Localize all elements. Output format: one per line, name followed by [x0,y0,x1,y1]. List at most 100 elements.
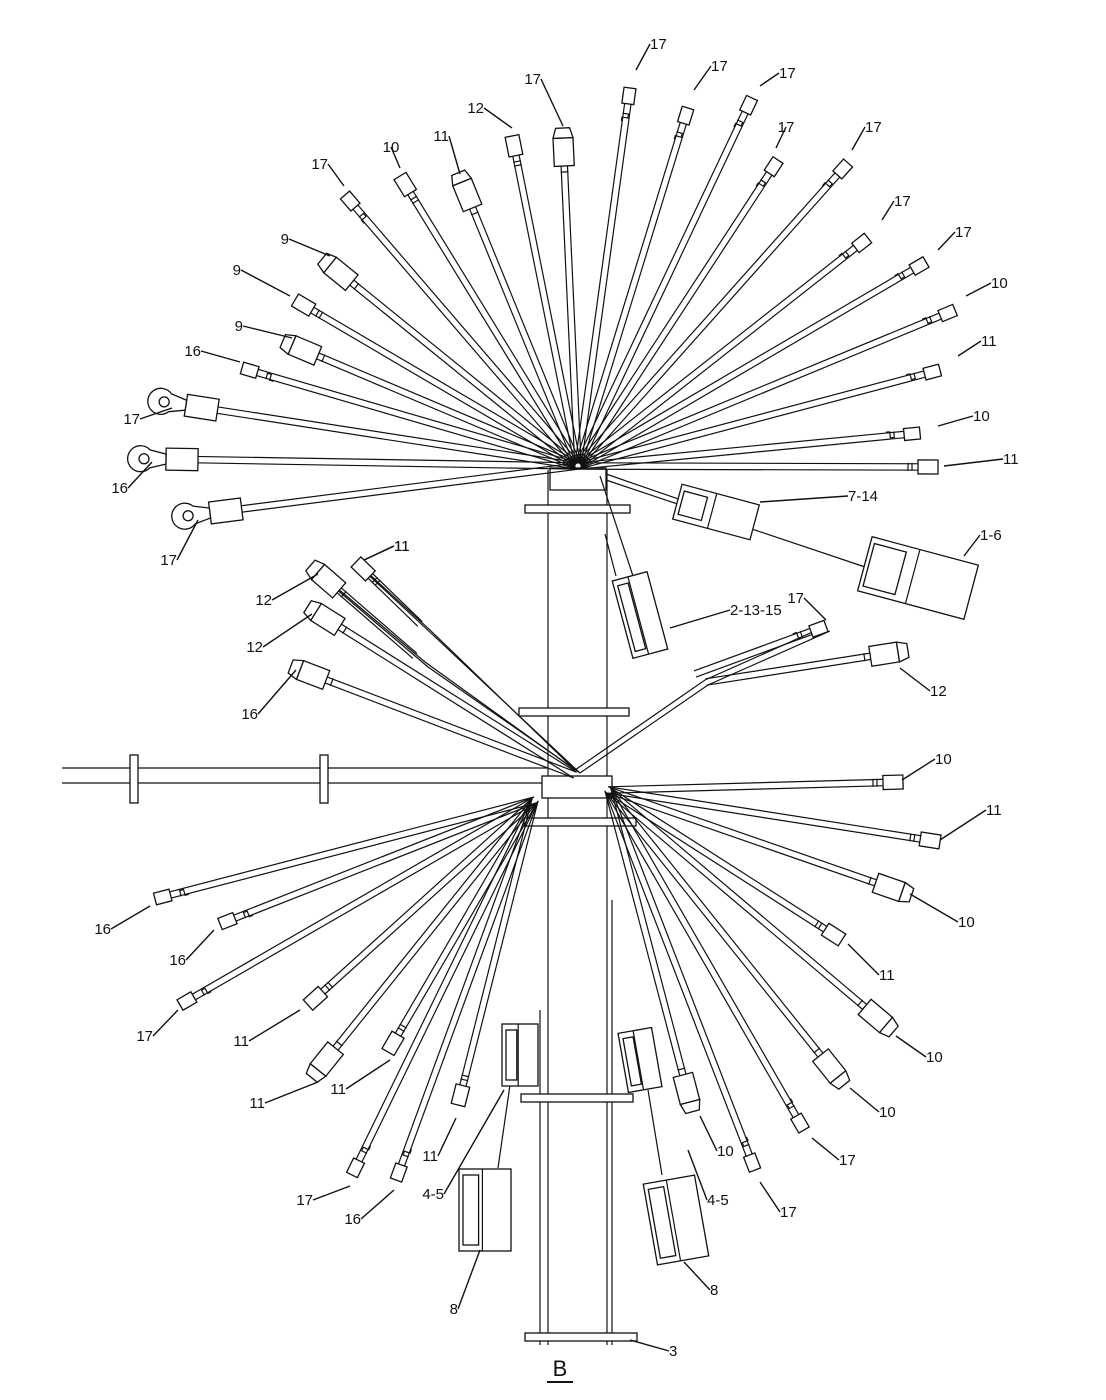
callout-leader [390,146,401,169]
branch-wire [605,791,836,1080]
branch-wire [396,177,576,468]
branch-wire [220,802,537,928]
branch-wire [604,791,802,1132]
branch-wire [293,302,577,470]
connector-term [741,1136,762,1174]
branch-wire [320,801,538,1073]
clamp [524,504,631,514]
branch-wire [706,654,899,686]
connector-big [856,998,899,1038]
callout-label: 17 [311,156,328,173]
clamp [129,754,139,804]
connector-2-13-15 [611,570,669,660]
callout-label: 11 [879,967,895,984]
callout-label: 17 [123,411,140,428]
callout-leader [965,282,992,297]
callout-label: 9 [233,262,241,279]
callout-label: 3 [669,1343,677,1360]
connector-term [733,94,759,128]
branch-wire [575,160,847,465]
connector-big [305,1040,345,1083]
callout-label: 2-13-15 [730,602,782,619]
branch-wire [178,796,534,1003]
callout-leader [457,1249,481,1310]
callout-leader [957,340,982,357]
callout-leader [345,1059,391,1090]
callout-label: 10 [717,1143,734,1160]
branch-wire [608,786,941,840]
callout-label: 4-5 [422,1186,444,1203]
connector-term [838,232,873,259]
branch-wire [458,182,576,468]
branch-wire [315,797,533,1069]
branch-wire [578,462,939,465]
connector-ring [171,497,244,530]
callout-leader [327,163,345,187]
connector-big [317,252,360,292]
branch-wire [579,240,871,469]
connector-7-14 [671,483,761,541]
connector-term [921,303,959,325]
branch-wire [390,801,539,1054]
branch-wire [606,792,902,896]
branch-wire [242,364,580,464]
branch-wire [579,264,928,470]
connector-small [393,171,420,205]
callout-leader [943,458,1004,467]
connector-term [389,1149,413,1183]
callout-leader [200,350,241,363]
callout-label: 16 [111,480,128,497]
callout-leader [288,238,331,257]
callout-label: 10 [935,751,952,768]
callout-leader [242,325,293,339]
callout-leader [849,1087,880,1113]
connector-term [894,255,930,280]
connector-small [381,1023,407,1057]
connector-1-6 [856,535,980,621]
callout-leader [152,1009,179,1037]
callout-label: 10 [958,914,975,931]
callout-label: 9 [235,318,243,335]
connector-8 [458,1168,512,1252]
branch-wire [577,468,938,471]
connector-term [905,363,943,381]
connector-big [863,641,910,667]
callout-label: 12 [467,100,484,117]
clamp [518,707,630,717]
branch-wire [296,296,580,464]
branch-wire [610,789,694,1102]
clamp [520,1093,634,1103]
connector-term [885,426,922,442]
branch-wire [508,136,576,467]
branch-wire [155,802,536,903]
callout-label: 10 [926,1049,943,1066]
branch-wire [578,312,957,470]
callout-leader [312,1185,351,1201]
callout-leader [937,415,974,427]
callout-leader [847,943,880,976]
connector-small [450,1074,471,1108]
branch-wire [464,180,582,466]
branch-wire [354,801,539,1177]
callout-label: 17 [136,1028,153,1045]
branch-wire [580,161,782,469]
branch-wire [327,267,577,469]
callout-leader [448,135,461,175]
branch-wire [610,788,759,1170]
branch-wire [402,174,582,465]
branch-wire [580,99,756,468]
connector-term [620,86,637,122]
callout-leader [629,1339,670,1352]
callout-label: 16 [241,706,258,723]
connector-small [872,774,904,791]
branch-wire [580,88,634,467]
folded-wire [574,625,827,771]
branch-wire [608,784,904,794]
callout-leader [262,613,313,648]
callout-leader [669,609,731,629]
branch-wire [202,468,579,518]
branch-wire [580,108,692,468]
branch-wire [610,788,808,1129]
callout-label: 10 [879,1104,896,1121]
callout-label: 9 [281,231,289,248]
